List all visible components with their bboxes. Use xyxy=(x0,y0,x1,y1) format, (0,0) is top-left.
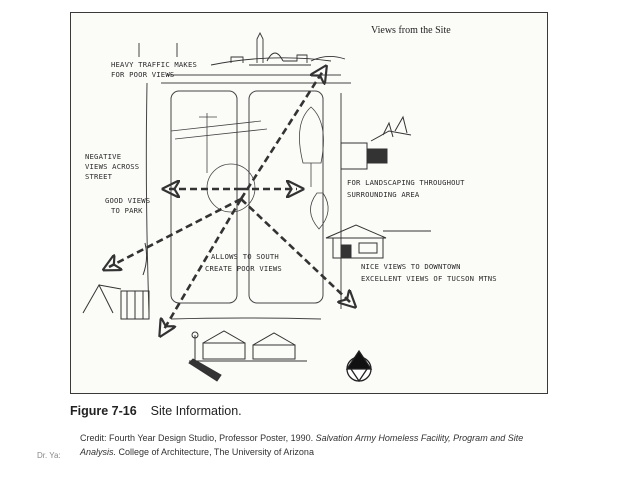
playground-drawing xyxy=(82,242,150,320)
buildings-right xyxy=(325,115,431,259)
credit-prefix: Credit: Fourth Year Design Studio, Profe… xyxy=(80,433,316,443)
author-note: Dr. Ya: xyxy=(37,451,61,460)
annotations: HEAVY TRAFFIC MAKES FOR POOR VIEWS NEGAT… xyxy=(85,60,497,283)
vegetation-and-lines xyxy=(170,106,329,230)
north-arrow-icon xyxy=(345,349,373,383)
arrow-to-north-east xyxy=(239,71,323,200)
figure-caption-title: Figure 7-16 Site Information. xyxy=(70,404,242,418)
note-good-views-line1: GOOD VIEWS xyxy=(105,196,150,205)
figure-label: Figure 7-16 xyxy=(70,404,137,418)
note-allows-south-line2: CREATE POOR VIEWS xyxy=(205,264,282,273)
credit-suffix: College of Architecture, The University … xyxy=(116,447,314,457)
note-allows-south-line1: ALLOWS TO SOUTH xyxy=(211,252,279,261)
note-nice-views-line2: EXCELLENT VIEWS OF TUCSON MTNS xyxy=(361,274,497,283)
arrow-to-south xyxy=(163,198,243,331)
note-negative-line2: VIEWS ACROSS xyxy=(85,162,139,171)
note-good-views-line2: TO PARK xyxy=(111,206,143,215)
skyline-drawing xyxy=(210,31,346,66)
note-heavy-traffic-line1: HEAVY TRAFFIC MAKES xyxy=(111,60,197,69)
figure-credit: Credit: Fourth Year Design Studio, Profe… xyxy=(80,431,550,459)
figure-title: Site Information. xyxy=(150,404,242,418)
note-landscaping-line2: SURROUNDING AREA xyxy=(347,190,420,199)
street-grid xyxy=(138,43,351,320)
arrow-to-south-east-downtown xyxy=(240,198,351,303)
site-analysis-sketch: Views from the Site xyxy=(82,25,497,383)
note-negative-line3: STREET xyxy=(85,172,113,181)
buildings-bottom xyxy=(188,330,307,382)
note-landscaping-line1: FOR LANDSCAPING THROUGHOUT xyxy=(347,178,465,187)
site-analysis-figure: Views from the Site xyxy=(70,12,548,394)
credit-title: Salvation Army Homeless Facility, Progra… xyxy=(80,433,524,457)
note-negative-line1: NEGATIVE xyxy=(85,152,121,161)
arrow-to-south-west-park xyxy=(109,197,242,267)
view-arrows xyxy=(109,71,351,331)
note-heavy-traffic-line2: FOR POOR VIEWS xyxy=(111,70,174,79)
panel-title: Views from the Site xyxy=(371,25,451,36)
note-nice-views-line1: NICE VIEWS TO DOWNTOWN xyxy=(361,262,461,271)
